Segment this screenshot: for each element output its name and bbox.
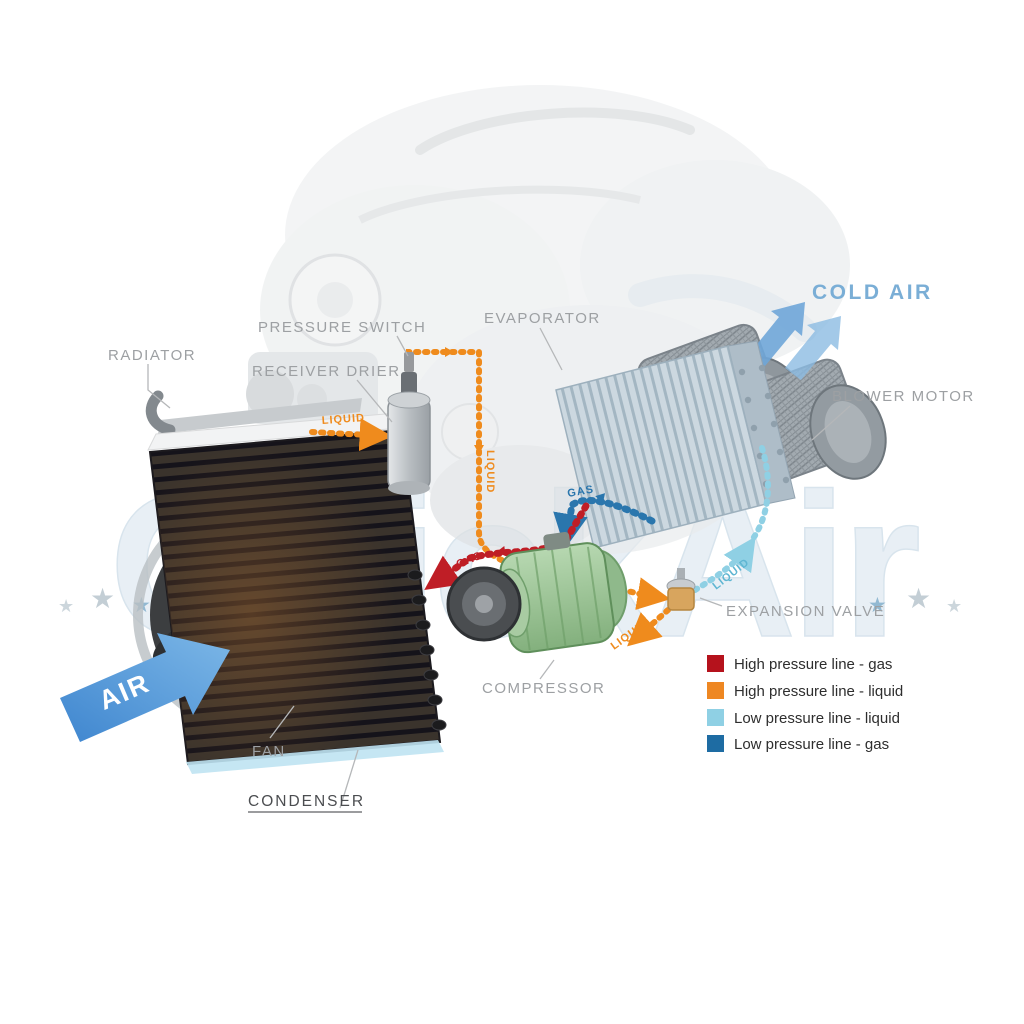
component-labels: RADIATOR PRESSURE SWITCH RECEIVER DRIER … <box>108 281 975 810</box>
evaporator-label: EVAPORATOR <box>484 310 601 327</box>
pipe-flow-chevron-icons <box>445 347 484 454</box>
pipe-label-gas: GAS <box>566 483 595 499</box>
receiver-drier-label: RECEIVER DRIER <box>252 363 401 380</box>
radiator <box>145 390 362 436</box>
pressure-switch-sensor <box>404 352 414 372</box>
legend-swatch-high-pressure-gas <box>707 655 724 672</box>
cold-air-label: COLD AIR <box>812 281 933 304</box>
legend-swatch-low-pressure-liquid <box>707 709 724 726</box>
air-flow-arrow: AIR <box>60 633 230 742</box>
legend-label: Low pressure line - liquid <box>734 710 900 727</box>
legend-swatch-low-pressure-gas <box>707 735 724 752</box>
receiver-drier <box>387 352 431 495</box>
pipe-label-liquid: LIQUID <box>321 412 365 427</box>
condenser <box>147 411 447 774</box>
watermark-star-icon: ★ <box>90 583 115 614</box>
evaporator <box>555 340 796 549</box>
legend-label: Low pressure line - gas <box>734 736 889 753</box>
pipe-label-liquid: LIQUID <box>484 450 496 493</box>
condenser-label: CONDENSER <box>248 793 365 810</box>
expansion-valve <box>666 568 696 611</box>
fan-label: FAN <box>252 743 286 760</box>
cold-air-arrow-icons <box>749 302 841 380</box>
blower-motor-label: BLOWER MOTOR <box>832 388 975 405</box>
radiator-label: RADIATOR <box>108 347 196 364</box>
pipe-flow-chevron-icon <box>496 546 506 556</box>
pressure-switch-label: PRESSURE SWITCH <box>258 319 426 336</box>
legend-label: High pressure line - liquid <box>734 683 903 700</box>
watermark-star-icon: ★ <box>58 596 74 616</box>
pipe-legend: High pressure line - gas High pressure l… <box>707 655 903 753</box>
watermark-star-icon: ★ <box>906 583 931 614</box>
pipe-flow-chevron-icon <box>595 493 606 503</box>
pipe-low-pressure-liquid <box>692 445 771 593</box>
watermark-star-icon: ★ <box>868 594 887 617</box>
expansion-valve-label: EXPANSION VALVE <box>726 603 885 620</box>
legend-label: High pressure line - gas <box>734 656 892 673</box>
compressor-label: COMPRESSOR <box>482 680 605 697</box>
label-connector-lines <box>147 327 851 813</box>
legend-swatch-high-pressure-liquid <box>707 682 724 699</box>
compressor <box>446 531 628 654</box>
watermark-star-icon: ★ <box>946 596 962 616</box>
pipe-low-pressure-gas <box>553 496 656 549</box>
